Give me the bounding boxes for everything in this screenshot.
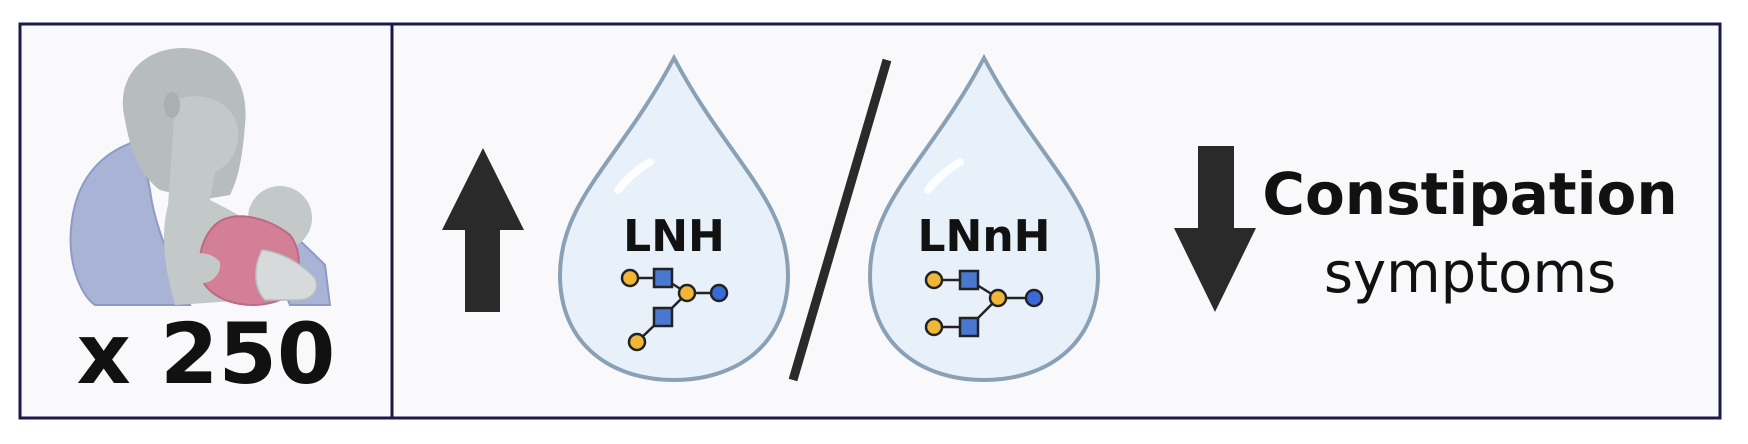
drop-shine-icon: [924, 158, 964, 194]
arrow-down-icon: [1174, 146, 1256, 312]
sample-count: x 250: [76, 305, 336, 403]
arrow-up-icon: [442, 148, 524, 312]
drop-shine-icon: [614, 158, 654, 194]
breastfeeding-mother-icon: [69, 47, 332, 306]
outcome-subtitle: symptoms: [1323, 241, 1617, 306]
milk-drop-lnh: [557, 53, 791, 383]
glycan-structure-icon: [620, 267, 729, 352]
outcome-title: Constipation: [1262, 160, 1678, 228]
lnh-label: LNH: [623, 211, 725, 262]
glycan-structure-icon: [924, 269, 1044, 338]
slash-divider: [788, 58, 892, 382]
milk-drop-icon: [557, 53, 791, 383]
lnnh-label: LNnH: [917, 211, 1051, 262]
